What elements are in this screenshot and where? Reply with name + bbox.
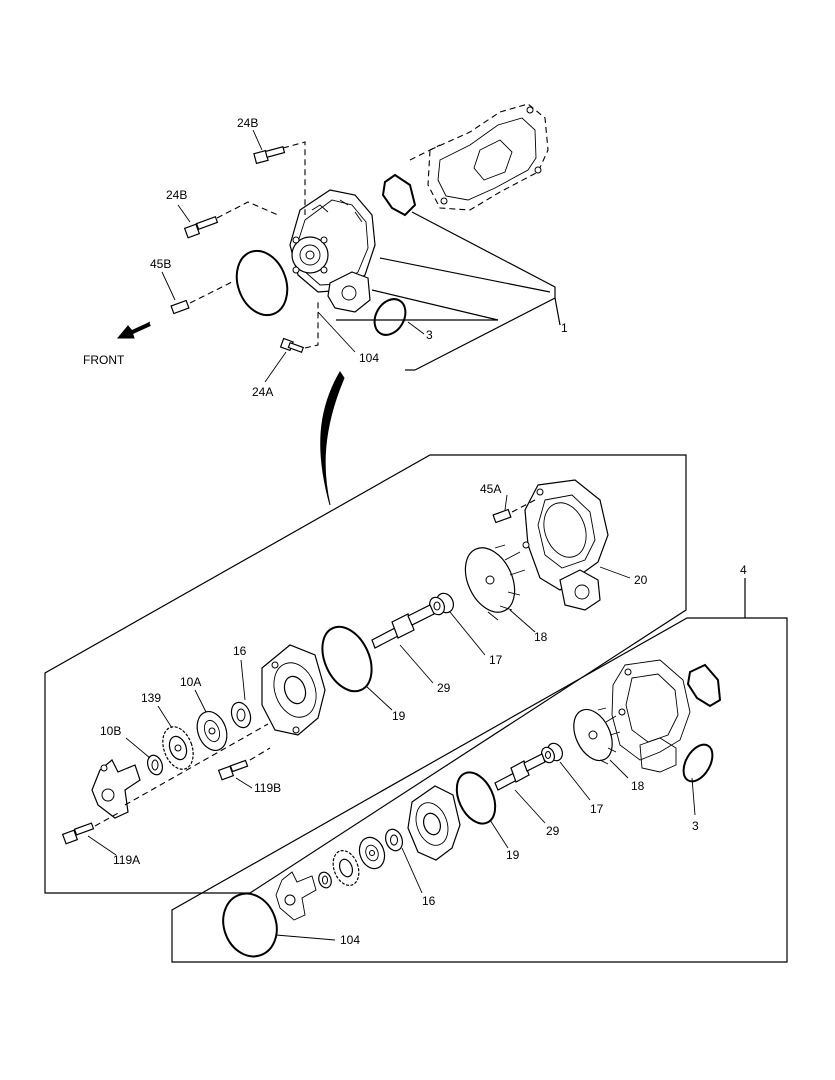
label-24b-mid: 24B <box>166 188 187 202</box>
bolt-45a <box>492 508 512 524</box>
shaft-29-lower <box>494 753 546 791</box>
bearing-16-upper <box>230 701 252 729</box>
label-18-lower: 18 <box>631 779 645 793</box>
bolt-24b-top <box>253 146 286 165</box>
seal-17-upper <box>429 592 454 616</box>
housing-20 <box>522 479 609 611</box>
label-16-lower: 16 <box>422 894 436 908</box>
label-104-lower: 104 <box>340 933 360 947</box>
gear-139-upper <box>162 726 194 770</box>
label-139: 139 <box>141 691 161 705</box>
o-ring-3-top <box>373 298 407 336</box>
label-10b: 10B <box>100 724 121 738</box>
seal-17-lower <box>540 742 563 764</box>
label-29-upper: 29 <box>437 681 451 695</box>
label-16-upper: 16 <box>233 644 247 658</box>
o-ring-19-upper <box>321 625 373 693</box>
label-19-lower: 19 <box>506 848 520 862</box>
label-119a: 119A <box>113 853 140 867</box>
label-104-top: 104 <box>359 351 379 365</box>
impeller-18-lower <box>573 707 621 765</box>
label-17-lower: 17 <box>590 802 604 816</box>
label-17-upper: 17 <box>489 653 503 667</box>
label-19-upper: 19 <box>392 709 406 723</box>
curved-arrow-icon <box>320 371 345 506</box>
label-4: 4 <box>740 563 747 577</box>
bushing-lower <box>318 871 332 889</box>
label-20: 20 <box>634 573 648 587</box>
shaft-29-upper <box>371 604 435 649</box>
o-ring-104-top <box>235 249 289 317</box>
label-29-lower: 29 <box>546 824 560 838</box>
pump-body <box>289 189 376 313</box>
bearing-10a <box>196 711 228 751</box>
bushing-10b <box>146 754 164 776</box>
gasket-lower <box>686 663 722 708</box>
bolt-119b <box>217 759 249 781</box>
exploded-box-lower <box>171 617 788 963</box>
label-24b-top: 24B <box>237 116 258 130</box>
gear-lower <box>332 849 360 887</box>
cover-plate <box>427 103 549 211</box>
bearing-housing-upper <box>261 644 326 736</box>
housing-lower <box>611 659 691 773</box>
bearing-housing-lower <box>407 785 461 861</box>
label-18-upper: 18 <box>534 630 548 644</box>
label-3-lower: 3 <box>692 819 699 833</box>
label-3-top: 3 <box>426 328 433 342</box>
label-45a: 45A <box>480 482 501 496</box>
bearing-lower <box>358 836 386 870</box>
bracket-lower <box>275 871 317 921</box>
bolt-119a <box>61 822 95 845</box>
label-1: 1 <box>561 321 568 335</box>
o-ring-3-lower <box>682 743 714 783</box>
bolt-45b <box>170 299 190 315</box>
o-ring-19-lower <box>455 771 497 825</box>
bolt-24a <box>279 337 305 353</box>
label-45b: 45B <box>150 257 171 271</box>
bolt-24b-mid <box>183 215 219 239</box>
label-10a: 10A <box>180 675 201 689</box>
label-24a: 24A <box>252 385 273 399</box>
label-119b: 119B <box>254 781 281 795</box>
o-ring-104-lower <box>222 892 278 958</box>
label-front: FRONT <box>83 353 125 367</box>
bracket-upper <box>91 759 141 819</box>
gasket-small <box>381 173 417 217</box>
bearing-16-lower <box>384 828 404 852</box>
impeller-18-upper <box>464 544 526 621</box>
